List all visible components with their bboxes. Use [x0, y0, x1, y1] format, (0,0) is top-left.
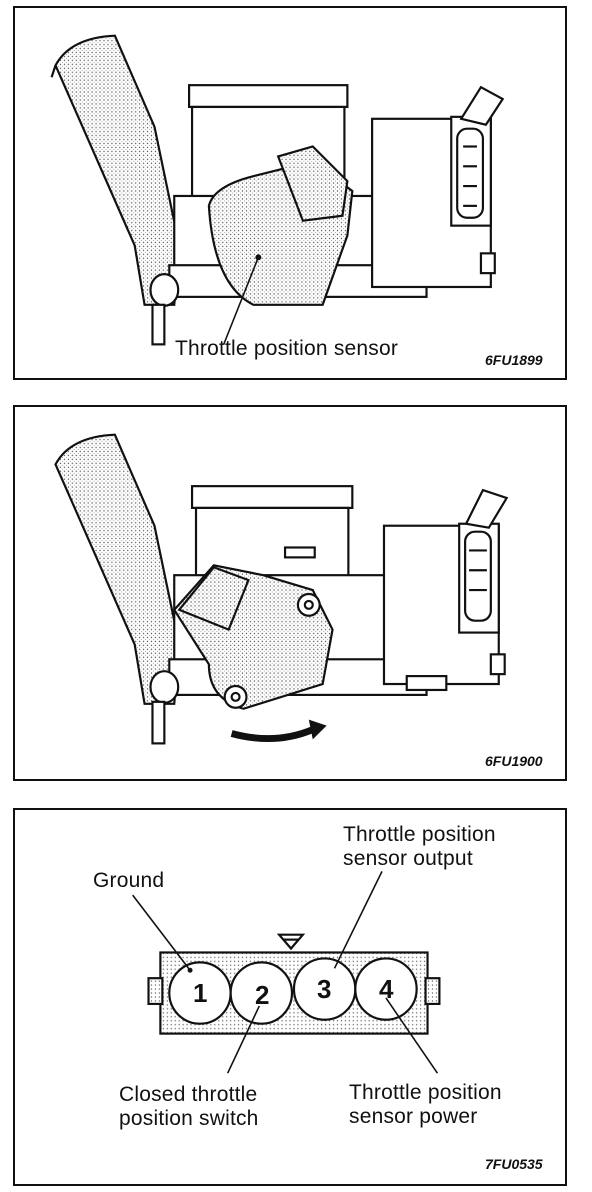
- label-switch-line1: Closed throttle: [119, 1083, 258, 1106]
- pin-2: [229, 961, 294, 1025]
- pin-4: [354, 957, 418, 1021]
- figure-code: 6FU1900: [485, 753, 543, 769]
- pin-1-label: 1: [193, 978, 208, 1008]
- leader-switch: [226, 1005, 261, 1074]
- leader-power: [385, 997, 439, 1074]
- rotation-arrow: [230, 726, 315, 743]
- label-power-line1: Throttle position: [349, 1081, 502, 1104]
- figure-connector-pinout: 1 2 3 4 Ground Throttle position sensor …: [13, 808, 567, 1186]
- label-ground: Ground: [93, 869, 165, 892]
- figure-code: 6FU1899: [485, 352, 543, 368]
- label-switch-line2: position switch: [119, 1107, 259, 1130]
- throttle-body-illustration: [54, 433, 509, 745]
- figure-throttle-body-rotated: 6FU1900: [13, 405, 567, 781]
- label-power-line2: sensor power: [349, 1105, 478, 1128]
- throttle-body-illustration: [50, 34, 505, 346]
- leader-output: [333, 870, 383, 969]
- figure-code: 7FU0535: [485, 1156, 543, 1172]
- pin-2-label: 2: [255, 980, 270, 1010]
- pin-3-label: 3: [317, 974, 332, 1004]
- label-output-line1: Throttle position: [343, 823, 496, 846]
- connector-diagram: [132, 870, 441, 1074]
- figure-throttle-body-closed: Throttle position sensor 6FU1899: [13, 6, 567, 380]
- leader-ground: [132, 894, 191, 971]
- pin-4-label: 4: [379, 974, 394, 1004]
- label-throttle-position-sensor: Throttle position sensor: [175, 337, 399, 360]
- label-output-line2: sensor output: [343, 847, 473, 870]
